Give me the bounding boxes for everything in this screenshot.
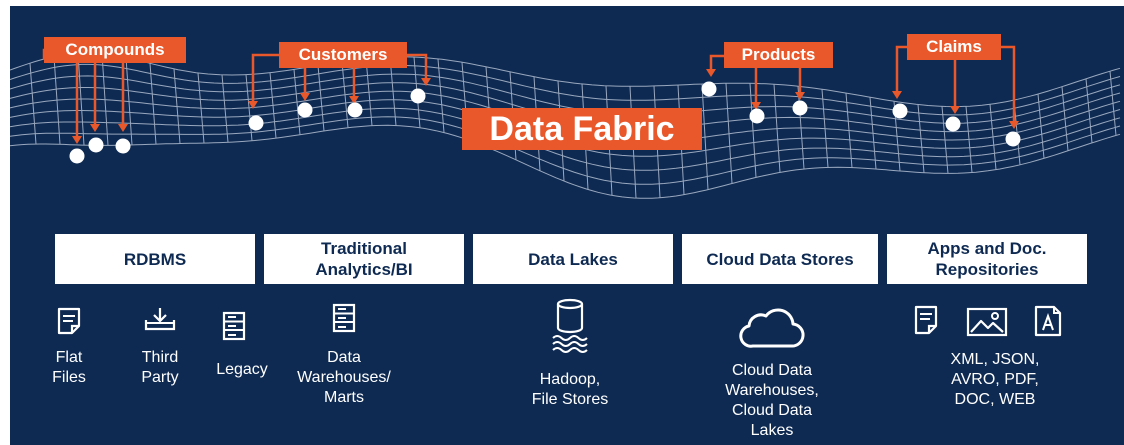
- category-cloud-line1: Cloud Data Stores: [706, 249, 854, 269]
- source-hadoop-file-stores: Hadoop,File Stores: [531, 371, 609, 408]
- category-cloud-data-stores: Cloud Data Stores: [682, 234, 878, 284]
- entity-tag-products: Products: [724, 42, 833, 68]
- source-legacy: Legacy: [216, 361, 268, 378]
- category-apps-line1: Apps and Doc.: [927, 239, 1047, 258]
- server-icon: [222, 311, 246, 341]
- category-traditional-line2: Analytics/BI: [315, 260, 413, 279]
- category-rdbms: RDBMS: [55, 234, 255, 284]
- server-icon: [332, 303, 356, 333]
- document-icon: [57, 307, 81, 335]
- category-apps-doc-repositories: Apps and Doc. Repositories: [887, 234, 1087, 284]
- diagram-title: Data Fabric: [462, 108, 702, 150]
- category-rdbms-line1: RDBMS: [123, 249, 187, 269]
- category-data-lakes-line1: Data Lakes: [528, 249, 618, 269]
- cloud-icon: [739, 308, 805, 348]
- entity-tag-customers: Customers: [279, 42, 407, 68]
- data-fabric-mesh: [10, 45, 1121, 199]
- image-icon: [966, 307, 1008, 337]
- category-apps-line2: Repositories: [935, 260, 1039, 279]
- document-icon: [914, 305, 938, 335]
- pdf-document-icon: [1034, 305, 1062, 337]
- entity-tag-claims: Claims: [907, 34, 1001, 60]
- category-traditional-line1: Traditional: [321, 239, 407, 258]
- source-xml-json-avro-pdf-doc-web: XML, JSON,AVRO, PDF,DOC, WEB: [950, 351, 1040, 408]
- entity-tag-compounds: Compounds: [44, 37, 186, 63]
- download-tray-icon: [144, 308, 176, 331]
- background-panel: [10, 6, 1124, 445]
- database-icon: [552, 298, 588, 353]
- category-data-lakes: Data Lakes: [473, 234, 673, 284]
